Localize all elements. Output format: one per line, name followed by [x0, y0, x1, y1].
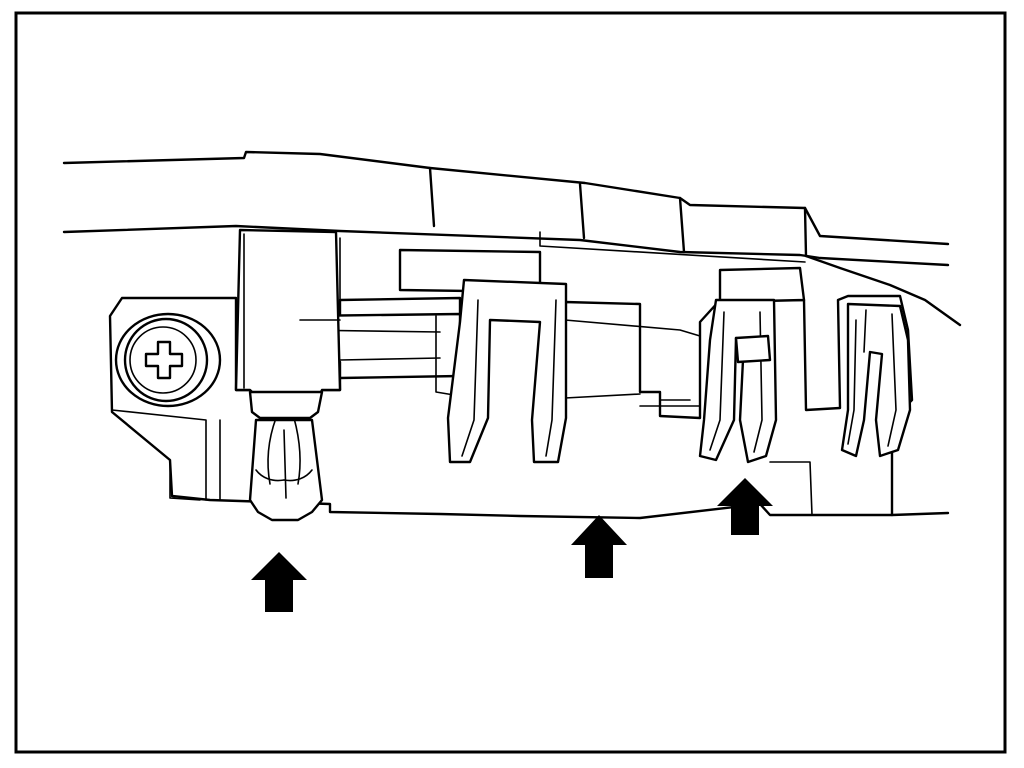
up-arrow-icon	[571, 515, 627, 578]
screw	[114, 312, 222, 408]
u-clip-center	[398, 248, 568, 464]
push-arrows	[251, 478, 773, 612]
push-pin-retainer	[234, 228, 342, 522]
up-arrow-icon	[717, 478, 773, 535]
up-arrow-icon	[251, 552, 307, 612]
upper-trim-panel	[62, 150, 962, 327]
clip-far-right	[840, 302, 912, 458]
u-clip-right	[698, 266, 806, 464]
